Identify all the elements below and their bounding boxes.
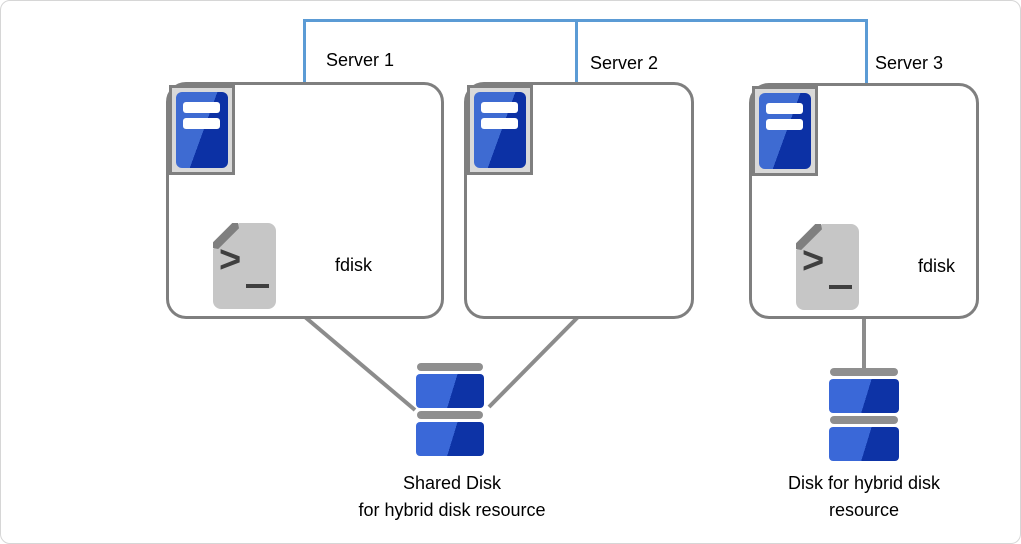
server-icon xyxy=(169,85,235,175)
terminal-prompt-icon: > xyxy=(802,240,825,282)
server-1-fdisk: > fdisk xyxy=(213,223,372,309)
terminal-underscore-icon xyxy=(246,284,269,288)
disk-platter-bar xyxy=(417,363,483,371)
shared-disk-caption-line2: for hybrid disk resource xyxy=(358,500,546,520)
server-icon-slot xyxy=(766,103,803,114)
server-2-box xyxy=(464,82,694,319)
server-icon-slot xyxy=(183,118,220,129)
server-1-box: > fdisk xyxy=(166,82,444,319)
server-icon-screen xyxy=(176,92,228,168)
fdisk-script-icon: > xyxy=(213,223,276,309)
hybrid-disk-caption-line2: resource xyxy=(828,500,900,520)
server-icon-screen xyxy=(759,93,811,169)
shared-disk-caption: Shared Disk for hybrid disk resource xyxy=(322,470,582,524)
shared-disk-caption-line1: Shared Disk xyxy=(402,473,502,493)
hybrid-disk-icon xyxy=(829,368,899,464)
disk-platter-bar xyxy=(830,416,898,424)
server-icon xyxy=(752,86,818,176)
disk-platter-body xyxy=(829,379,899,413)
server-icon-slot xyxy=(481,102,518,113)
disk-platter-body xyxy=(829,427,899,461)
fdisk-script-icon: > xyxy=(796,224,859,310)
server-3-fdisk-label: fdisk xyxy=(918,256,956,276)
server-icon xyxy=(467,85,533,175)
server-icon-screen xyxy=(474,92,526,168)
server-icon-slot xyxy=(766,119,803,130)
hybrid-disk-caption-line1: Disk for hybrid disk xyxy=(787,473,941,493)
shared-disk-icon xyxy=(416,363,484,459)
disk-platter-body xyxy=(416,422,484,456)
server-3-box: > fdisk xyxy=(749,83,979,319)
server-3-label: Server 3 xyxy=(875,53,944,73)
terminal-underscore-icon xyxy=(829,285,852,289)
server2-to-shared-disk-line xyxy=(487,315,580,409)
server-icon-slot xyxy=(481,118,518,129)
disk-platter-bar xyxy=(417,411,483,419)
terminal-prompt-icon: > xyxy=(219,239,242,281)
server-2-label: Server 2 xyxy=(590,53,659,73)
server-icon-slot xyxy=(183,102,220,113)
server-3-fdisk: > fdisk xyxy=(796,224,955,310)
network-line xyxy=(303,19,868,84)
server-1-label: Server 1 xyxy=(326,50,395,70)
hybrid-disk-caption: Disk for hybrid disk resource xyxy=(734,470,994,524)
disk-platter-bar xyxy=(830,368,898,376)
disk-platter-body xyxy=(416,374,484,408)
server1-to-shared-disk-line xyxy=(303,315,417,412)
server-1-fdisk-label: fdisk xyxy=(335,255,373,275)
